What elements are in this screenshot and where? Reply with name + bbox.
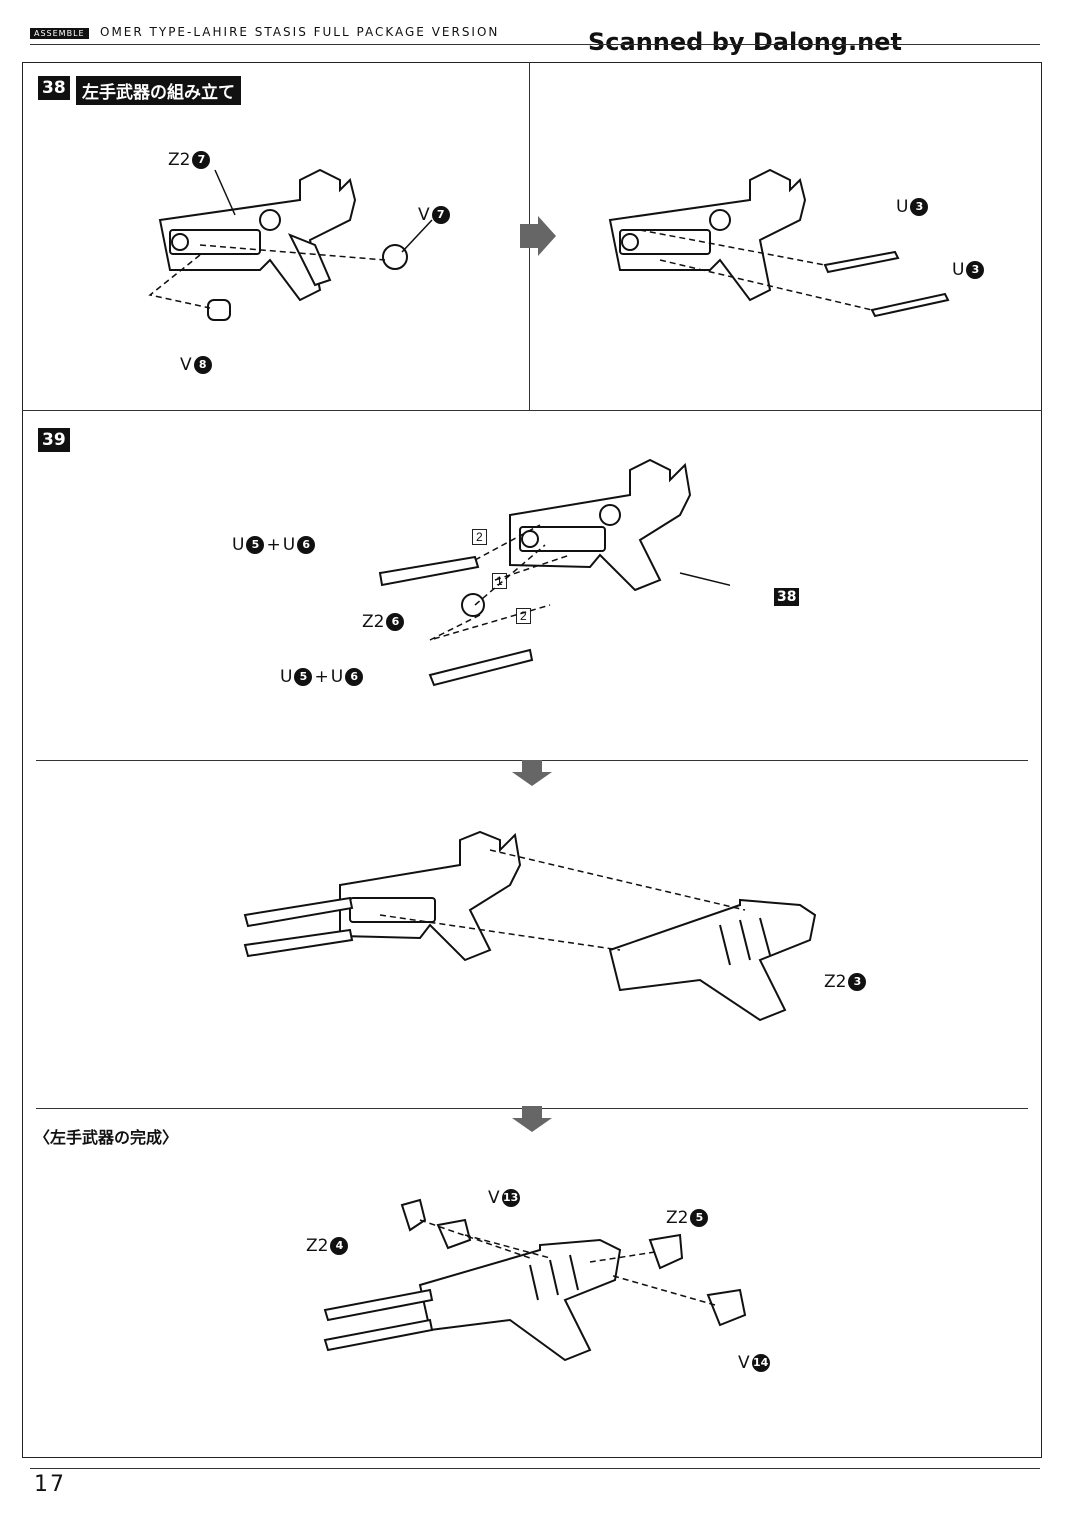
step38-right-drawing	[608, 168, 950, 318]
step-divider	[22, 410, 1042, 411]
footer-rule	[30, 1468, 1040, 1469]
scan-watermark: Scanned by Dalong.net	[588, 28, 902, 56]
ref-step-38: 38	[774, 588, 800, 606]
page-number: 17	[34, 1472, 66, 1497]
assemble-tag: ASSEMBLE	[30, 28, 89, 39]
header-rule	[30, 44, 1040, 45]
sub-arrow-2	[512, 1106, 552, 1132]
step39-drawing	[378, 458, 730, 687]
step39-sub2-drawing	[243, 830, 817, 1022]
order-mark-1: 2	[472, 529, 487, 545]
product-name: OMER TYPE-LAHIRE STASIS FULL PACKAGE VER…	[100, 25, 500, 39]
order-mark-3: 2	[516, 608, 531, 624]
step-number-39: 39	[38, 428, 70, 452]
page-header: ASSEMBLE OMER TYPE-LAHIRE STASIS FULL PA…	[30, 22, 1040, 56]
completion-drawing	[323, 1198, 747, 1362]
step-number-38: 38	[38, 76, 70, 100]
completion-title: 〈左手武器の完成〉	[34, 1128, 179, 1147]
order-mark-2: 1	[492, 573, 507, 589]
instruction-frame	[22, 62, 1042, 1458]
step-title-38: 左手武器の組み立て	[76, 76, 241, 105]
step38-left-drawing	[148, 168, 433, 321]
step38-next-arrow	[520, 216, 556, 256]
sub-arrow-1	[512, 760, 552, 786]
